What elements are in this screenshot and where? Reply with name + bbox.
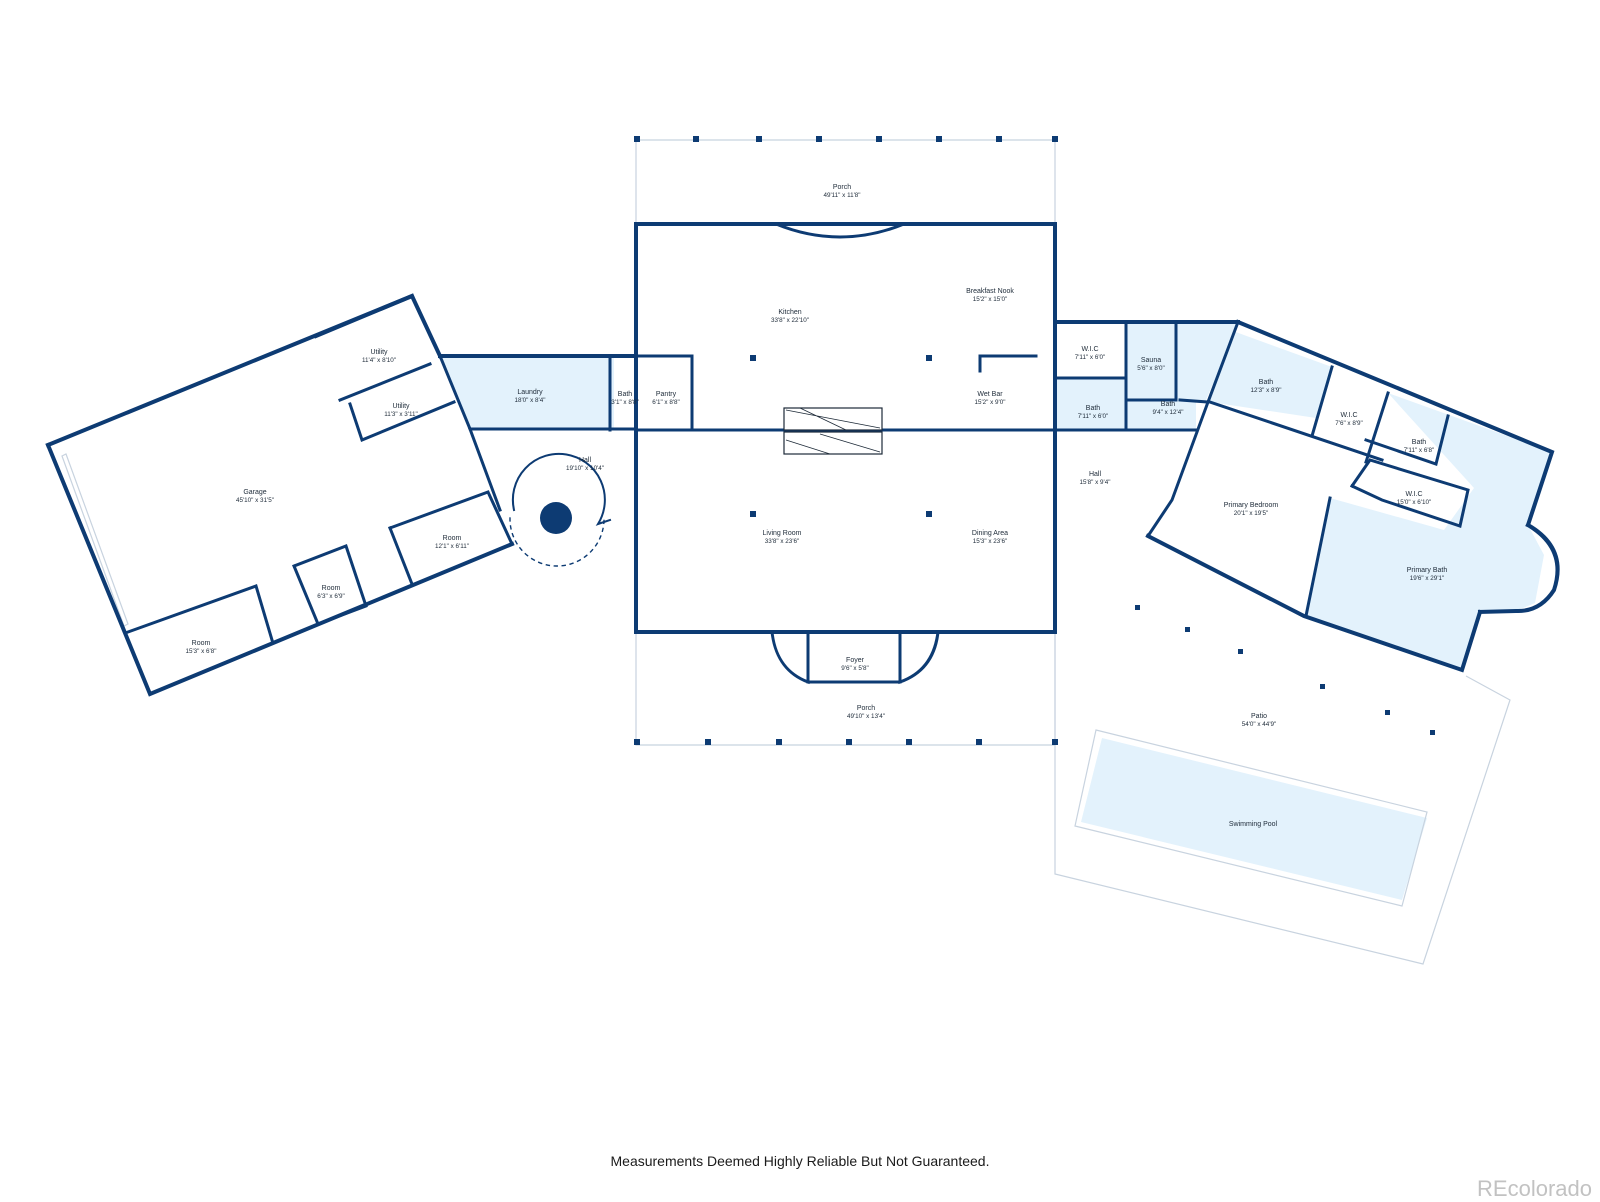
bath-4-name: Bath — [1259, 379, 1274, 386]
room-1-dim: 12'1" x 6'11" — [435, 543, 469, 550]
porch-bottom-name: Porch — [857, 705, 875, 712]
spiral-stair-core — [540, 502, 572, 534]
wic-1-name: W.I.C — [1081, 346, 1098, 353]
utility-1-dim: 11'4" x 8'10" — [362, 357, 396, 364]
disclaimer: Measurements Deemed Highly Reliable But … — [610, 1153, 990, 1169]
pool-outer — [1074, 729, 1428, 907]
dining-area-name: Dining Area — [972, 530, 1008, 537]
room-1-name: Room — [443, 535, 462, 542]
pantry-name: Pantry — [656, 391, 677, 398]
primary-bedroom-dim: 20'1" x 19'5" — [1234, 510, 1269, 517]
thin-outlines — [61, 139, 1511, 965]
bath-5-dim: 7'11" x 6'8" — [1404, 447, 1435, 454]
porch-bottom-dim: 49'10" x 13'4" — [847, 713, 885, 720]
hall-left-dim: 19'10" x 10'4" — [566, 465, 604, 472]
garage-name: Garage — [243, 489, 266, 496]
breakfast-nook-dim: 15'2" x 15'0" — [973, 296, 1008, 303]
porch-posts — [634, 136, 1435, 745]
wic-2-name: W.I.C — [1340, 412, 1357, 419]
kitchen-name: Kitchen — [778, 309, 801, 316]
walls — [45, 222, 1560, 697]
room-2-dim: 6'3" x 6'9" — [317, 593, 345, 600]
foyer-dim: 9'6" x 5'8" — [841, 665, 869, 672]
laundry-name: Laundry — [517, 389, 543, 396]
room-2-name: Room — [322, 585, 341, 592]
bath-2-dim: 7'11" x 6'0" — [1078, 413, 1109, 420]
wic-2-dim: 7'6" x 8'9" — [1335, 420, 1363, 427]
sauna-fill — [1126, 324, 1238, 400]
porch-bottom-outline — [635, 632, 1056, 746]
bath-4-dim: 12'3" x 8'9" — [1250, 387, 1281, 394]
hall-left-name: Hall — [579, 457, 592, 464]
bath-5-name: Bath — [1412, 439, 1427, 446]
utility-2-name: Utility — [392, 403, 410, 410]
bath-2-name: Bath — [1086, 405, 1101, 412]
garage-door-line — [61, 453, 129, 627]
sauna-dim: 5'6" x 8'0" — [1137, 365, 1165, 372]
living-room-dim: 33'8" x 23'6" — [765, 538, 800, 545]
bath-3-dim: 9'4" x 12'4" — [1152, 409, 1183, 416]
garage-dim: 45'10" x 31'5" — [236, 497, 274, 504]
patio-name: Patio — [1251, 713, 1267, 720]
porch-top-outline — [635, 139, 1056, 224]
bath-small-name: Bath — [618, 391, 633, 398]
wet-bar-name: Wet Bar — [977, 391, 1003, 398]
laundry-dim: 18'0" x 8'4" — [514, 397, 545, 404]
utility-2-dim: 11'3" x 3'11" — [384, 411, 418, 418]
foyer-name: Foyer — [846, 657, 865, 664]
hall-right-name: Hall — [1089, 471, 1102, 478]
sauna-name: Sauna — [1141, 357, 1161, 364]
patio-dim: 54'0" x 44'9" — [1242, 721, 1277, 728]
breakfast-nook-name: Breakfast Nook — [966, 288, 1014, 295]
patio-outline — [1054, 632, 1511, 965]
wet-bar-dim: 15'2" x 9'0" — [974, 399, 1005, 406]
brand-logo: REcolorado — [1477, 1176, 1592, 1201]
bath-small-dim: 3'1" x 8'8" — [611, 399, 639, 406]
laundry-fill — [440, 356, 614, 429]
living-room-name: Living Room — [763, 530, 802, 537]
primary-bath-dim: 19'6" x 29'1" — [1410, 575, 1445, 582]
room-labels: Porch 49'11" x 11'8" Kitchen 33'8" x 22'… — [185, 184, 1447, 828]
utility-1-name: Utility — [370, 349, 388, 356]
fireplace — [783, 407, 883, 455]
porch-top-dim: 49'11" x 11'8" — [823, 192, 860, 199]
room-3-dim: 15'3" x 6'8" — [185, 648, 216, 655]
wic-3-name: W.I.C — [1405, 491, 1422, 498]
primary-bath-name: Primary Bath — [1407, 567, 1448, 574]
kitchen-dim: 33'8" x 22'10" — [771, 317, 809, 324]
porch-top-name: Porch — [833, 184, 851, 191]
wic-1-dim: 7'11" x 6'0" — [1075, 354, 1106, 361]
hall-right-dim: 15'8" x 9'4" — [1079, 479, 1110, 486]
swimming-pool-name: Swimming Pool — [1229, 821, 1278, 828]
pantry-dim: 6'1" x 8'8" — [652, 399, 680, 406]
primary-bath-fill — [1304, 393, 1552, 670]
room-3-name: Room — [192, 640, 211, 647]
primary-bedroom-name: Primary Bedroom — [1224, 502, 1279, 509]
dining-area-dim: 15'3" x 23'6" — [973, 538, 1008, 545]
bath-3-name: Bath — [1161, 401, 1176, 408]
wic-3-dim: 15'0" x 6'10" — [1397, 499, 1432, 506]
bath-4-fill — [1210, 327, 1332, 418]
swimming-pool-fill — [1081, 738, 1427, 900]
highlighted-rooms — [440, 324, 1552, 900]
